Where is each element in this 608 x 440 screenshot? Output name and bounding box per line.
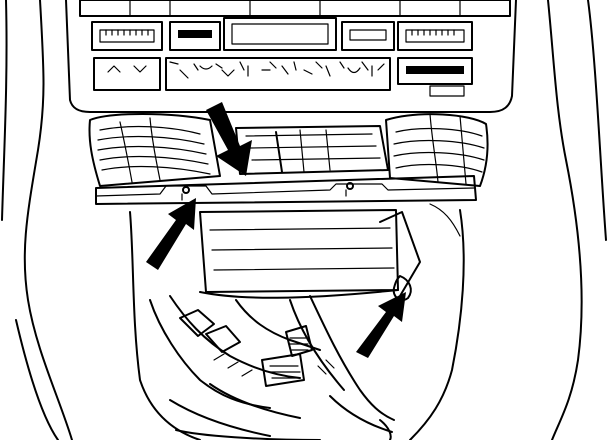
top-arrow (206, 102, 252, 176)
center-module-box (235, 125, 389, 175)
right-arrow (356, 292, 406, 358)
mounting-bracket (95, 175, 477, 205)
left-temperature-dial (91, 21, 163, 51)
button-row (93, 57, 473, 97)
lower-cavity (129, 203, 465, 440)
right-temperature-dial (397, 21, 473, 51)
control-panel (65, 0, 517, 113)
center-display (223, 17, 337, 51)
right-slot (341, 21, 395, 51)
left-trim-hatching (88, 113, 221, 187)
right-trim-hatching (385, 113, 489, 187)
small-slot (169, 21, 221, 51)
wiring-harness (149, 275, 412, 440)
left-arrow (146, 198, 196, 270)
